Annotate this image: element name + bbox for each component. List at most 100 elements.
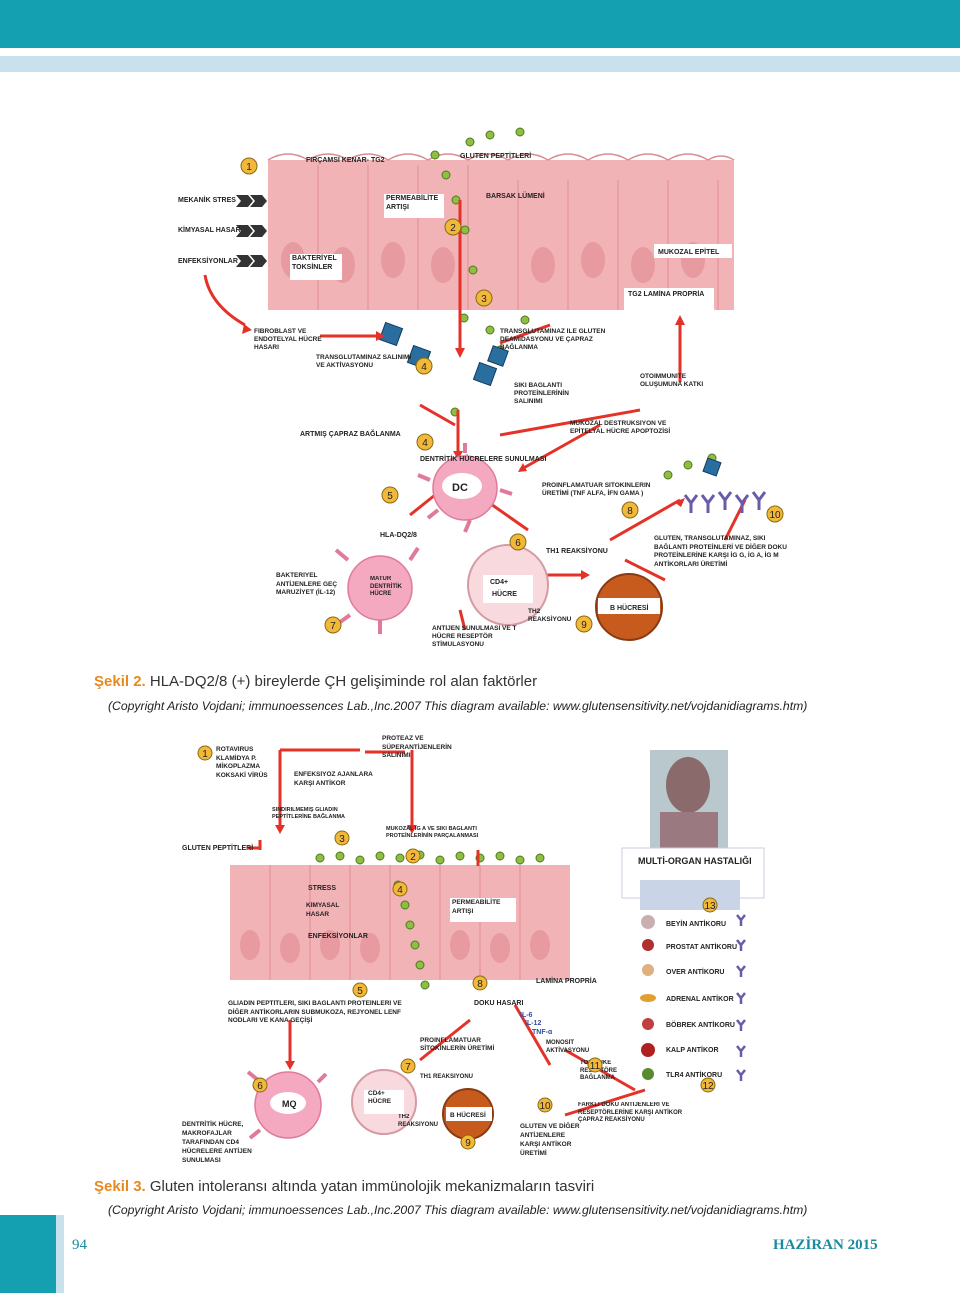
figure-2-diagram: ROTAVİRÜS KLAMİDYA P. MİKOPLAZMA KOKSAKİ… (170, 730, 790, 1178)
label-antibody-production: GLUTEN, TRANSGLUTAMİNAZ, SIKI BAĞLANTI P… (654, 535, 787, 568)
badge-2: 2 (450, 223, 456, 234)
label-brush-border: FIRÇAMSI KENAR- TG2 (306, 157, 385, 164)
label-b-cell: B HÜCRESİ (610, 603, 649, 612)
organ-prostate: PROSTAT ANTİKORU (666, 943, 737, 951)
label-infections: ENFEKSİYONLAR (178, 257, 238, 265)
label-mature-dc: MATÜR DENTRİTİK HÜCRE (370, 576, 402, 597)
label-multi-organ: MULTİ-ORGAN HASTALIĞI (638, 855, 752, 866)
cd4-cell-2 (351, 1069, 417, 1135)
label-tight-junction: SIKI BAĞLANTI PROTEİNLERİNİN SALINIMI (514, 382, 569, 405)
caption-text: HLA-DQ2/8 (+) bireylerde ÇH gelişiminde … (149, 673, 538, 690)
figure-1-diagram: FIRÇAMSI KENAR- TG2 GLUTEN PEPTİTLERİ ME… (170, 120, 800, 660)
label-th1: TH1 REAKSİYONU (546, 547, 608, 555)
label-bacterial-antigens: BAKTERİYEL ANTİJENLERE GEÇ MARUZİYET (İL… (276, 572, 338, 596)
label-antigen-presentation: ANTİJEN SUNULMASI VE T HÜCRE RESEPTÖR ST… (432, 625, 517, 648)
badge-6: 6 (515, 538, 521, 549)
label-gluten-abs: GLUTEN VE DİĞER ANTİJENLERE KARŞI ANTİKO… (520, 1123, 580, 1157)
macrophage-mq (246, 1070, 328, 1140)
label-tg-release: TRANSGLUTAMİNAZ SALINIMI VE AKTİVASYONU (316, 354, 412, 369)
label-mechanical-stress: MEKANİK STRES (178, 196, 236, 204)
label-fibroblast: FİBROBLAST VE ENDOTELYAL HÜCRE HASARI (254, 328, 322, 351)
label-anti-infect: ENFEKSİYÖZ AJANLARA KARŞI ANTİKOR (294, 771, 373, 787)
badge-7: 7 (330, 621, 336, 632)
badge2-2: 2 (410, 852, 416, 863)
label-dc-macro: DENTRİTİK HÜCRE, MAKROFAJLAR TARAFINDAN … (182, 1121, 252, 1164)
caption-label: Şekil 2. (94, 673, 146, 690)
footer-teal-block (0, 1215, 56, 1293)
label-monocyte: MONOSİT AKTİVASYONU (546, 1040, 590, 1054)
badge-1: 1 (246, 162, 252, 173)
label-cd4-2: CD4+ HÜCRE (368, 1090, 392, 1105)
label-b-cell-2: B HÜCRESİ (450, 1110, 486, 1119)
label-infections-2: ENFEKSİYONLAR (308, 932, 368, 940)
label-mucosal-iga: MUKOZAL IG A VE SIKI BAĞLANTI PROTEİNLER… (386, 826, 479, 839)
label-permeability-2: PERMEABİLİTE ARTIŞI (452, 899, 501, 915)
label-chemical-damage: KİMYASAL HASAR (178, 226, 241, 234)
label-lamina: LAMİNA PROPRİA (536, 977, 597, 985)
label-gluten-peptides: GLUTEN PEPTİTLERİ (460, 152, 531, 160)
badge2-9: 9 (465, 1138, 471, 1149)
source-note-2: (Copyright Aristo Vojdani; immunoessence… (108, 1203, 808, 1217)
label-il12: IL-12 (525, 1020, 541, 1027)
issue-date: HAZİRAN 2015 (773, 1237, 878, 1253)
organ-heart: KALP ANTİKOR (666, 1046, 719, 1054)
label-autoimmunity: OTOİMMÜNİTE OLUŞUMUNA KATKI (640, 373, 704, 388)
label-th2: TH2 REAKSİYONU (528, 608, 572, 623)
box-permeability: PERMEABİLİTE ARTIŞI (384, 194, 444, 218)
badge-4b: 4 (422, 438, 428, 449)
box-bacterial-toxins: BAKTERİYEL TOKSİNLER (290, 254, 342, 280)
label-mucosal-epithelium: MUKOZAL EPİTEL (658, 248, 720, 256)
organ-tlr4: TLR4 ANTİKORU (666, 1071, 722, 1079)
mature-dendritic-cell (334, 546, 420, 634)
page-number: 94 (72, 1237, 87, 1253)
label-increased-crosslink: ARTMIŞ ÇAPRAZ BAĞLANMA (300, 429, 401, 438)
label-undigested: SİNDİRİLMEMİŞ GLİADİN PEPTİTLERİNE BAĞLA… (272, 807, 346, 820)
header-teal-band (0, 0, 960, 48)
organ-kidney: BÖBREK ANTİKORU (666, 1020, 735, 1029)
label-gluten-peptides-2: GLUTEN PEPTİTLERİ (182, 844, 253, 852)
badge-4: 4 (421, 362, 427, 373)
label-proinflam-2: PROİNFLAMATUAR SİTOKİNLERİN ÜRETİMİ (420, 1037, 495, 1052)
organ-ovary: OVER ANTİKORU (666, 968, 724, 976)
label-cell: HÜCRE (492, 589, 517, 598)
header-light-band (0, 56, 960, 72)
label-protease: PROTEAZ VE SÜPERANTİJENLERİN SALINIMI (382, 735, 452, 759)
label-cd4: CD4+ (490, 579, 508, 586)
label-dc: DC (452, 482, 468, 494)
label-viruses: ROTAVİRÜS KLAMİDYA P. MİKOPLAZMA KOKSAKİ… (216, 746, 268, 779)
badge2-3: 3 (339, 834, 345, 845)
label-mucosal-destruction: MUKOZAL DESTRÜKSİYON VE EPİTELYAL HÜCRE … (570, 420, 671, 435)
label-proinflammatory: PROİNFLAMATUAR SİTOKİNLERİN ÜRETİMİ (TNF… (542, 482, 651, 497)
badge-3: 3 (481, 294, 487, 305)
badge2-13: 13 (704, 901, 716, 912)
dendritic-cell-dc (417, 443, 513, 533)
label-stress: STRESS (308, 885, 336, 892)
badge2-12: 12 (702, 1081, 714, 1092)
label-tissue-damage: DOKU HASARI (474, 1000, 523, 1007)
human-silhouette (650, 750, 728, 854)
label-chem-damage-2: KİMYASAL HASAR (306, 902, 340, 918)
badge2-1: 1 (202, 749, 208, 760)
caption-figure-2: Şekil 2. HLA-DQ2/8 (+) bireylerde ÇH gel… (94, 673, 537, 690)
label-mq: MQ (282, 1099, 297, 1109)
epithelium-layer (268, 160, 734, 310)
b-cell (595, 573, 663, 641)
label-th1-2: TH1 REAKSIYONU (420, 1074, 473, 1080)
label-cross-react: FARKLI DOKU ANTİJENLERİ VE RESEPTÖRLERİN… (578, 1102, 683, 1123)
badge-8: 8 (627, 506, 633, 517)
source-note-1: (Copyright Aristo Vojdani; immunoessence… (108, 699, 808, 713)
caption-label-2: Şekil 3. (94, 1178, 146, 1195)
label-hla: HLA-DQ2/8 (380, 532, 417, 539)
footer-light-block (56, 1215, 64, 1293)
badge2-4: 4 (397, 885, 403, 896)
badge2-8: 8 (477, 979, 483, 990)
badge2-6: 6 (257, 1081, 263, 1092)
badge2-10: 10 (539, 1101, 551, 1112)
organ-brain: BEYİN ANTİKORU (666, 920, 726, 928)
label-dc-presentation: DENTRİTİK HÜCRELERE SUNULMASI (420, 454, 546, 463)
caption-text-2: Gluten intoleransı altında yatan immünol… (149, 1178, 595, 1195)
badge2-7: 7 (405, 1062, 411, 1073)
label-tnfa: TNF-α (532, 1029, 553, 1036)
badge2-11: 11 (590, 1061, 601, 1072)
label-il6: IL-6 (520, 1012, 533, 1019)
